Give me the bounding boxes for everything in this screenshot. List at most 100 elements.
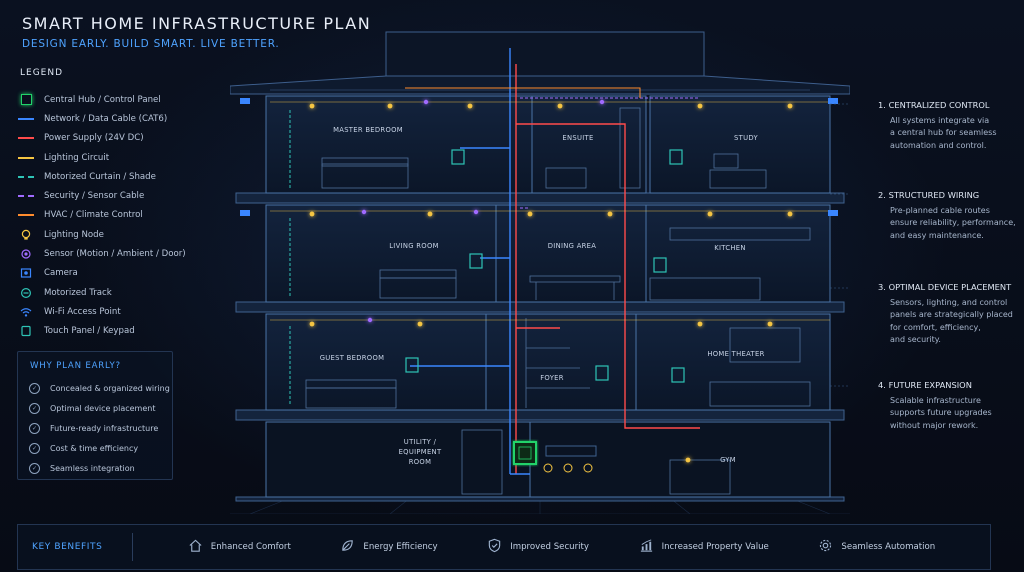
note-title: OPTIMAL DEVICE PLACEMENT (888, 282, 1012, 292)
legend-label: Central Hub / Control Panel (44, 94, 161, 105)
label-home-theater: HOME THEATER (707, 350, 764, 358)
room-living (265, 204, 497, 303)
room-utility (265, 421, 531, 498)
note-body: Sensors, lighting, and control panels ar… (890, 298, 1013, 345)
cable-line-icon (18, 113, 34, 125)
label-master-bedroom: MASTER BEDROOM (333, 126, 403, 134)
note-future-expansion: 4. FUTURE EXPANSION Scalable infrastruct… (878, 380, 1018, 432)
legend-label: Lighting Node (44, 229, 104, 240)
legend-label: Lighting Circuit (44, 152, 110, 163)
cable-line-icon (18, 209, 34, 221)
label-utility-2: EQUIPMENT (399, 448, 442, 456)
room-gym (529, 421, 831, 498)
leaf-icon (340, 538, 363, 556)
label-study: STUDY (734, 134, 759, 142)
label-kitchen: KITCHEN (714, 244, 746, 252)
label-guest-bedroom: GUEST BEDROOM (320, 354, 385, 362)
room-dining (495, 204, 647, 303)
legend-item: Motorized Track (18, 283, 198, 302)
why-items: ✓Concealed & organized wiring✓Optimal de… (18, 379, 172, 478)
note-title: FUTURE EXPANSION (888, 380, 972, 390)
legend-heading: LEGEND (20, 68, 64, 78)
note-optimal-device-placement: 3. OPTIMAL DEVICE PLACEMENT Sensors, lig… (878, 282, 1018, 347)
legend-item: Sensor (Motion / Ambient / Door) (18, 244, 198, 263)
check-circle-icon: ✓ (29, 442, 40, 454)
hub-square-icon (18, 94, 34, 106)
benefit-item: Increased Property Value (639, 538, 769, 556)
benefit-item: Improved Security (487, 538, 589, 556)
benefit-item: Seamless Automation (818, 538, 935, 556)
why-item-label: Future-ready infrastructure (50, 423, 159, 433)
wifi-icon (18, 306, 34, 318)
why-plan-early-panel: WHY PLAN EARLY? ✓Concealed & organized w… (17, 351, 173, 480)
legend-item: Motorized Curtain / Shade (18, 167, 198, 186)
benefit-label: Enhanced Comfort (210, 542, 291, 552)
legend-label: Power Supply (24V DC) (44, 133, 144, 144)
why-item: ✓ Optimal device placement (18, 399, 172, 419)
callout-lines (830, 103, 850, 387)
bulb-icon (18, 229, 34, 241)
note-body: All systems integrate via a central hub … (890, 116, 997, 150)
legend-item: HVAC / Climate Control (18, 206, 198, 225)
legend-label: Touch Panel / Keypad (44, 326, 135, 337)
check-circle-icon: ✓ (29, 403, 40, 415)
legend-label: Camera (44, 268, 78, 279)
gear-icon (818, 538, 841, 556)
roof (230, 31, 850, 95)
legend-item: Security / Sensor Cable (18, 186, 198, 205)
check-circle-icon: ✓ (29, 422, 40, 434)
room-study (649, 95, 831, 194)
note-body: Pre-planned cable routes ensure reliabil… (890, 206, 1016, 240)
room-master-bedroom (265, 95, 533, 194)
shield-icon (487, 538, 510, 556)
benefit-label: Improved Security (510, 542, 589, 552)
why-item: ✓Concealed & organized wiring (18, 379, 172, 399)
page-subtitle: DESIGN EARLY. BUILD SMART. LIVE BETTER. (22, 38, 280, 50)
note-structured-wiring: 2. STRUCTURED WIRING Pre-planned cable r… (878, 190, 1018, 242)
legend-label: Wi-Fi Access Point (44, 306, 121, 317)
note-body: Scalable infrastructure supports future … (890, 396, 992, 430)
sensors (361, 99, 605, 323)
label-ensuite: ENSUITE (562, 134, 593, 142)
furniture (305, 107, 811, 495)
central-hub (513, 441, 597, 473)
legend-item: Touch Panel / Keypad (18, 322, 198, 341)
room-ensuite (531, 95, 647, 194)
note-centralized-control: 1. CENTRALIZED CONTROL All systems integ… (878, 100, 1018, 152)
check-circle-icon: ✓ (29, 462, 40, 474)
label-living-room: LIVING ROOM (389, 242, 439, 250)
cable-dash-icon (18, 171, 34, 183)
benefits-heading: KEY BENEFITS (18, 533, 133, 561)
legend-item: Central Hub / Control Panel (18, 90, 198, 109)
chart-icon (639, 538, 662, 556)
room-kitchen (645, 204, 831, 303)
legend-label: HVAC / Climate Control (44, 210, 143, 221)
house-cutaway-diagram: MASTER BEDROOM ENSUITE STUDY LIVING ROOM… (230, 31, 850, 514)
why-item-label: Optimal device placement (50, 404, 156, 414)
cameras (240, 98, 838, 216)
room-labels: MASTER BEDROOM ENSUITE STUDY LIVING ROOM… (320, 126, 765, 466)
legend-item: Power Supply (24V DC) (18, 129, 198, 148)
note-title: CENTRALIZED CONTROL (888, 100, 990, 110)
legend-label: Sensor (Motion / Ambient / Door) (44, 249, 186, 260)
legend-label: Motorized Track (44, 287, 112, 298)
legend-item: Lighting Node (18, 225, 198, 244)
panel-icon (18, 325, 34, 337)
label-utility-3: ROOM (409, 458, 432, 466)
touch-panels (405, 149, 685, 383)
rooms (265, 95, 831, 498)
sensor-icon (18, 248, 34, 260)
benefit-label: Seamless Automation (841, 542, 936, 552)
page-title: SMART HOME INFRASTRUCTURE PLAN (22, 14, 372, 33)
legend-label: Network / Data Cable (CAT6) (44, 113, 168, 124)
room-guest-bedroom (265, 313, 487, 411)
benefit-label: Increased Property Value (661, 542, 769, 552)
home-icon (188, 538, 211, 556)
legend-item: Network / Data Cable (CAT6) (18, 109, 198, 128)
cable-dash-icon (18, 190, 34, 202)
why-item-label: Concealed & organized wiring (50, 384, 170, 394)
